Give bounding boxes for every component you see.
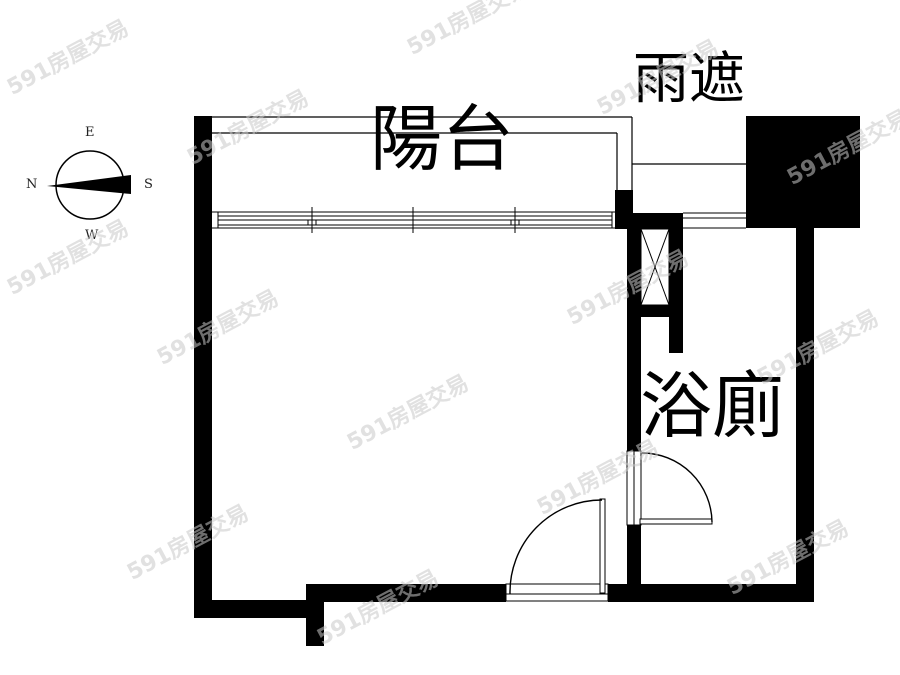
compass xyxy=(47,150,131,220)
wall-bottom-left xyxy=(194,600,324,618)
structural-column xyxy=(746,116,860,228)
room-label-balcony: 陽台 xyxy=(370,97,515,181)
compass-label-east: E xyxy=(85,125,95,140)
wall-duct-top xyxy=(615,213,683,229)
wall-duct-right xyxy=(669,213,683,353)
compass-label-south: S xyxy=(144,177,153,192)
wall-bottom-middle xyxy=(306,584,506,602)
entrance-door[interactable] xyxy=(505,498,609,602)
compass-label-west: W xyxy=(85,228,99,243)
wall-duct-bottom xyxy=(627,305,683,317)
room-label-canopy: 雨遮 xyxy=(633,47,745,112)
wall-right xyxy=(796,222,814,602)
wall-left xyxy=(194,116,212,618)
sliding-door xyxy=(212,207,615,233)
wall-bathroom-partition-lower xyxy=(627,525,641,602)
wall-bottom-right xyxy=(608,584,814,602)
compass-needle xyxy=(47,175,131,194)
compass-label-north: N xyxy=(26,177,38,192)
room-label-bathroom: 浴廁 xyxy=(640,364,785,448)
wall-bathroom-partition xyxy=(627,213,641,457)
bathroom-door[interactable] xyxy=(626,450,713,526)
